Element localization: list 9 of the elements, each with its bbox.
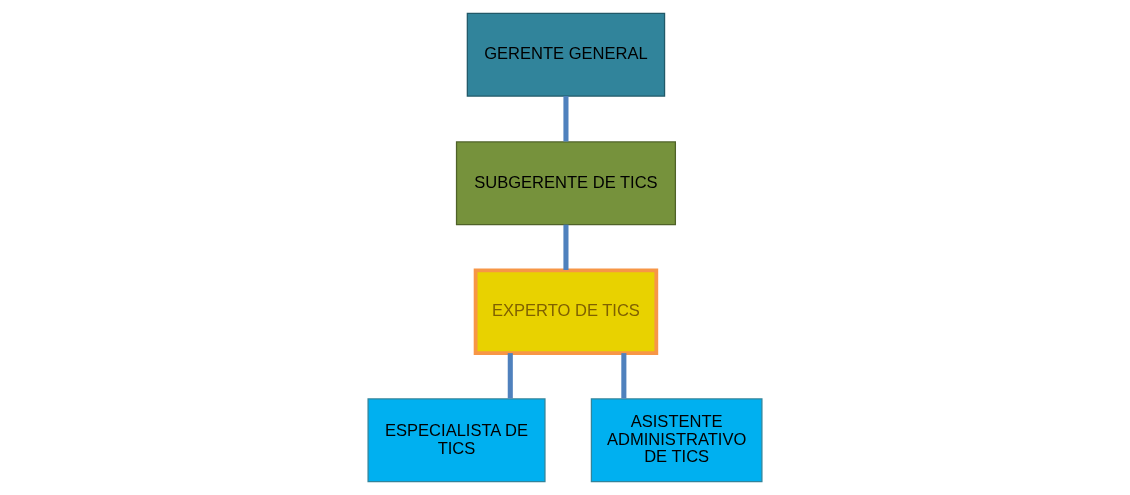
connector — [563, 224, 569, 270]
node-box: GERENTE GENERAL — [466, 12, 666, 97]
connector — [621, 353, 627, 399]
node-box: ESPECIALISTA DE TICS — [367, 398, 546, 483]
node-box: SUBGERENTE DE TICS — [455, 141, 676, 226]
node-box: EXPERTO DE TICS — [473, 268, 659, 356]
connector — [563, 96, 569, 142]
connector — [507, 353, 513, 399]
node-box: ASISTENTE ADMINISTRATIVO DE TICS — [590, 398, 763, 483]
